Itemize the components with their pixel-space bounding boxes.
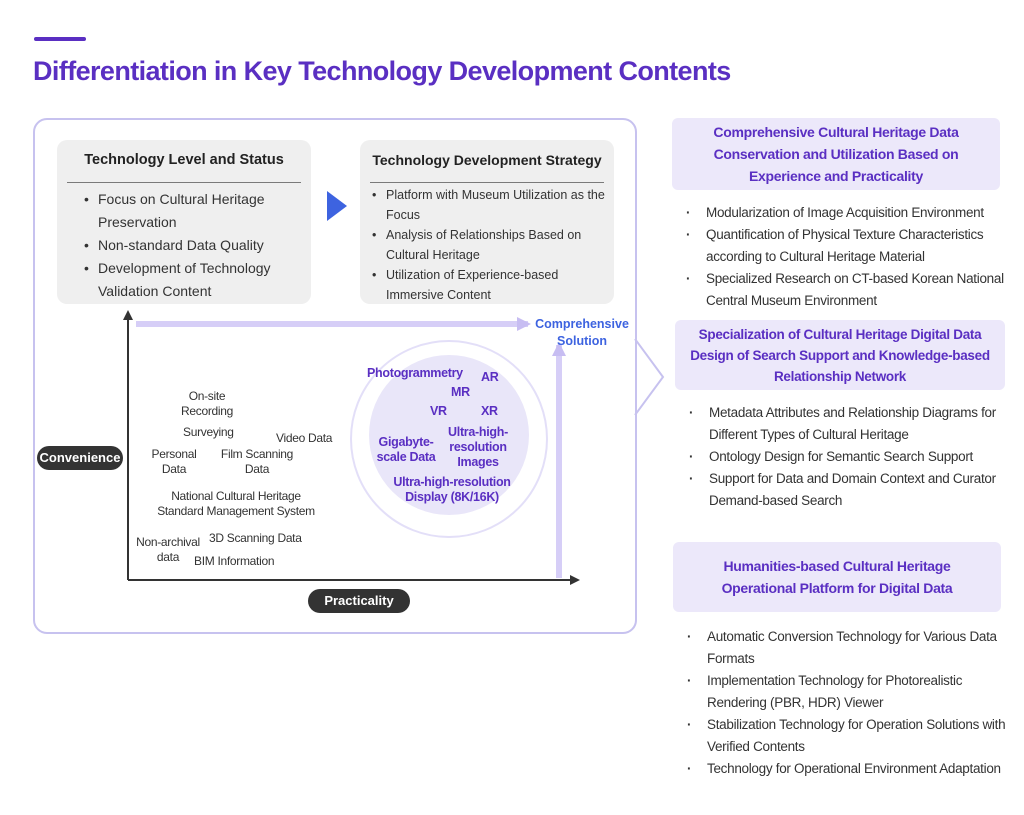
video-data-label: Video Data: [276, 431, 333, 445]
practicality-axis-label: Practicality: [308, 589, 410, 613]
comprehensive-solution-label: Comprehensive Solution: [535, 317, 629, 348]
strategy-box-title: Technology Development Strategy: [372, 152, 602, 168]
film-scanning-label: Film Scanning Data: [220, 447, 294, 476]
play-arrow-icon: [327, 191, 347, 221]
level-box: Technology Level and Status Focus on Cul…: [57, 140, 311, 304]
ar-label: AR: [481, 370, 499, 384]
level-box-title: Technology Level and Status: [84, 152, 284, 168]
list-item: Automatic Conversion Technology for Vari…: [684, 626, 1006, 670]
panel-3-heading-text: Humanities-based Cultural Heritage Opera…: [721, 558, 953, 596]
strategy-box-list: Platform with Museum Utilization as the …: [372, 185, 608, 305]
panel-2-list: Metadata Attributes and Relationship Dia…: [686, 402, 1008, 512]
list-item: Metadata Attributes and Relationship Dia…: [686, 402, 1008, 446]
list-item: Implementation Technology for Photoreali…: [684, 670, 1006, 714]
strategy-box: Technology Development Strategy Platform…: [360, 140, 614, 304]
level-box-divider: [67, 182, 301, 183]
list-item: Modularization of Image Acquisition Envi…: [683, 202, 1005, 224]
list-item: Specialized Research on CT-based Korean …: [683, 268, 1005, 312]
panel-1-heading-text: Comprehensive Cultural Heritage Data Con…: [713, 124, 959, 184]
personal-data-label: Personal Data: [151, 447, 197, 476]
frame-pointer: [634, 339, 665, 416]
3d-scanning-label: 3D Scanning Data: [209, 531, 302, 545]
gigabyte-data-label: Gigabyte-scale Data: [376, 435, 436, 464]
uhr-images-label: Ultra-high-resolution Images: [448, 425, 508, 469]
bim-label: BIM Information: [194, 554, 275, 568]
convenience-axis-label: Convenience: [37, 446, 123, 470]
list-item: Non-standard Data Quality: [84, 234, 306, 257]
list-item: Ontology Design for Semantic Search Supp…: [686, 446, 1008, 468]
list-item: Platform with Museum Utilization as the …: [372, 185, 608, 225]
list-item: Support for Data and Domain Context and …: [686, 468, 1008, 512]
xr-label: XR: [481, 404, 498, 418]
list-item: Stabilization Technology for Operation S…: [684, 714, 1006, 758]
title-accent-bar: [34, 37, 86, 41]
strategy-box-divider: [370, 182, 604, 183]
list-item: Analysis of Relationships Based on Cultu…: [372, 225, 608, 265]
level-box-list: Focus on Cultural Heritage Preservation …: [84, 188, 306, 303]
on-site-recording-label: On-site Recording: [181, 389, 233, 418]
tech-inner-circle: [369, 355, 529, 515]
list-item: Development of Technology Validation Con…: [84, 257, 306, 303]
panel-1-heading: Comprehensive Cultural Heritage Data Con…: [672, 118, 1000, 190]
surveying-label: Surveying: [183, 425, 234, 439]
panel-3-list: Automatic Conversion Technology for Vari…: [684, 626, 1006, 780]
list-item: Quantification of Physical Texture Chara…: [683, 224, 1005, 268]
uhr-display-label: Ultra-high-resolution Display (8K/16K): [393, 475, 511, 504]
non-archival-label: Non-archival data: [136, 535, 200, 564]
panel-3-heading: Humanities-based Cultural Heritage Opera…: [673, 542, 1001, 612]
list-item: Utilization of Experience-based Immersiv…: [372, 265, 608, 305]
mr-label: MR: [451, 385, 470, 399]
list-item: Focus on Cultural Heritage Preservation: [84, 188, 306, 234]
list-item: Technology for Operational Environment A…: [684, 758, 1006, 780]
panel-2-heading: Specialization of Cultural Heritage Digi…: [675, 320, 1005, 390]
panel-2-heading-text: Specialization of Cultural Heritage Digi…: [690, 326, 990, 384]
panel-1-list: Modularization of Image Acquisition Envi…: [683, 202, 1005, 312]
photogrammetry-label: Photogrammetry: [367, 366, 463, 380]
national-system-label: National Cultural Heritage Standard Mana…: [157, 489, 315, 518]
page-title: Differentiation in Key Technology Develo…: [33, 56, 731, 86]
vr-label: VR: [430, 404, 447, 418]
